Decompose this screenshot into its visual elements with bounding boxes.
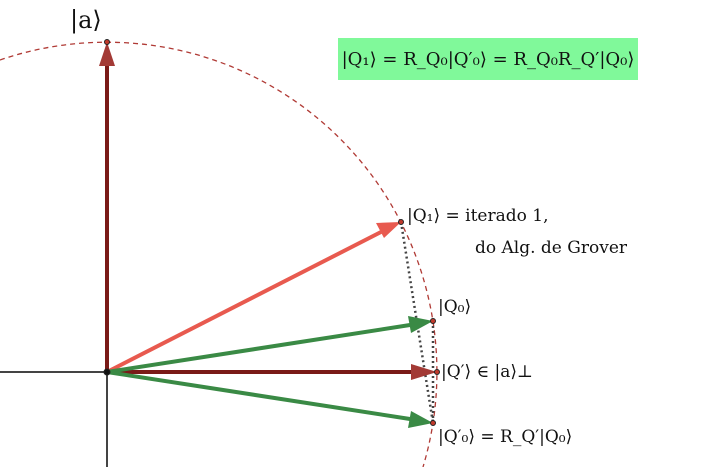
label-q0-prime: |Q′₀⟩ = R_Q′|Q₀⟩	[438, 427, 573, 447]
vector-q-prime	[107, 364, 437, 380]
vector-q0	[106, 316, 433, 374]
formula-box: |Q₁⟩ = R_Q₀|Q′₀⟩ = R_Q₀R_Q′|Q₀⟩	[338, 38, 638, 80]
point-q-prime	[434, 369, 440, 375]
label-a: |a⟩	[70, 6, 102, 34]
point-a	[104, 39, 110, 45]
label-q0: |Q₀⟩	[438, 297, 472, 317]
formula-text: |Q₁⟩ = R_Q₀|Q′₀⟩ = R_Q₀R_Q′|Q₀⟩	[341, 48, 635, 70]
point-q0-prime	[430, 420, 436, 426]
vector-q1	[106, 222, 401, 374]
point-q1	[398, 219, 404, 225]
label-q1-note: do Alg. de Grover	[475, 238, 628, 258]
label-q-prime: |Q′⟩ ∈ |a⟩⊥	[441, 362, 534, 382]
point-origin	[103, 368, 111, 376]
unit-circle-arc	[0, 41, 438, 467]
point-q0	[430, 318, 436, 324]
vector-a	[99, 42, 115, 372]
vector-q0-prime	[106, 370, 433, 428]
label-q1: |Q₁⟩ = iterado 1,	[407, 206, 549, 226]
